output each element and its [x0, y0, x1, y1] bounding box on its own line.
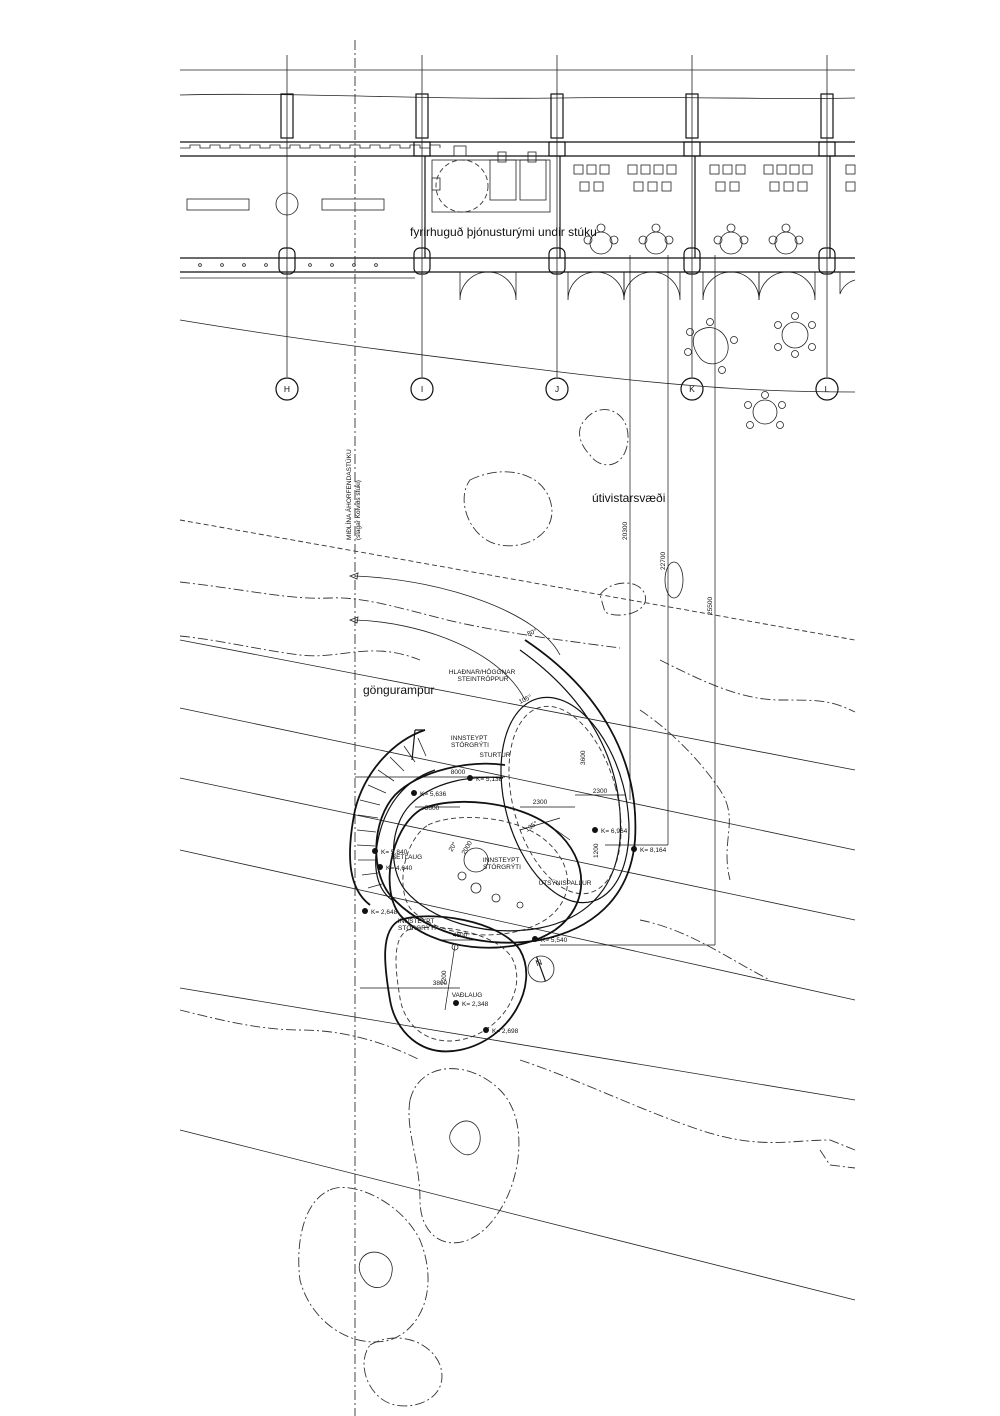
elevation-label-e10: K= 2,698: [492, 1028, 519, 1035]
pool-complex: N: [348, 572, 637, 1053]
stone-steps-line2: STEINTRÖPPUR: [458, 675, 509, 683]
elevation-marker-e10: K= 2,698: [483, 1027, 519, 1035]
dim-22700: 22700: [660, 552, 667, 570]
outdoor-tables: [664, 312, 816, 599]
dim-2300-a: 2300: [533, 799, 548, 806]
dim-2000: 2000: [461, 840, 474, 856]
boulders-3-line1: INNSTEYPT: [398, 918, 435, 925]
elevation-label-e3: K= 6,964: [601, 828, 628, 835]
grid-marker-i: I: [410, 377, 434, 401]
elevation-label-e9: K= 2,348: [462, 1001, 489, 1008]
grid-label-k: K: [689, 384, 695, 394]
service-space-label: fyrirhuguð þjónusturými undir stúku: [410, 225, 597, 239]
dim-8000: 8000: [451, 769, 466, 776]
ramp-label: göngurampur: [363, 683, 434, 697]
elevation-marker-e1: K= 5,138: [467, 775, 503, 783]
centerline-label: MIÐLÍNA ÁHORFENDASTÚKU: [344, 449, 353, 540]
grid-marker-l: L: [815, 377, 839, 401]
outdoor-area-label: útivistarsvæði: [592, 491, 665, 505]
stand-building: [179, 69, 856, 301]
elevation-marker-e6: K= 4,640: [377, 864, 413, 872]
lookout-label: ÚTSÝNISPALLUR: [539, 878, 592, 887]
elevation-marker-e4: K= 8,164: [631, 846, 667, 854]
stone-steps-label: HLAÐNAR/HÖGGNAR STEINTRÖPPUR: [449, 668, 517, 683]
showers-label: STURTUR: [480, 752, 511, 759]
dim-7200: 7200: [441, 970, 448, 985]
boulders-label-3: INNSTEYPT STÓRGRÝTI: [398, 918, 436, 932]
angle-105: 105°: [517, 693, 533, 706]
elevation-label-e2: K= 5,636: [420, 791, 447, 798]
elevation-label-e1: K= 5,138: [476, 776, 503, 783]
elevation-label-e5: K= 5,840: [381, 849, 408, 856]
sitting-pool-label: SETLAUG: [392, 854, 422, 861]
angle-80: 80°: [526, 627, 538, 638]
dim-1200: 1200: [593, 843, 600, 858]
grid-marker-j: J: [545, 377, 569, 401]
grid-marker-k: K: [680, 377, 704, 401]
north-label: N: [534, 957, 543, 968]
boulders-label-1: INNSTEYPT STÓRGRÝTI: [451, 735, 489, 749]
elevation-marker-e8: K= 5,540: [532, 936, 568, 944]
boulders-2-line2: STÓRGRÝTI: [483, 862, 521, 871]
grid-label-l: L: [825, 384, 830, 394]
elevation-marker-e9: K= 2,348: [453, 1000, 489, 1008]
elevation-marker-e7: K= 2,648: [362, 908, 398, 916]
boulders-label-2: INNSTEYPT STÓRGRÝTI: [483, 857, 521, 871]
dim-25500: 25500: [707, 597, 714, 615]
terrain-lines: [179, 319, 856, 1407]
elevation-marker-e2: K= 5,636: [411, 790, 447, 798]
boulders-2-line1: INNSTEYPT: [483, 857, 520, 864]
stone-steps-line1: HLAÐNAR/HÖGGNAR: [449, 668, 516, 676]
centerline-label-sub: (slagar Kolviðs stúki): [354, 480, 362, 540]
dim-5600: 5600: [425, 805, 440, 812]
elevation-marker-e3: K= 6,964: [592, 827, 628, 835]
grid-lines: [286, 55, 828, 377]
elevation-markers: K= 5,138 K= 5,636 K= 6,964 K= 8,164 K= 5…: [362, 775, 667, 1035]
dim-4600: 4600: [453, 932, 468, 939]
boulders-1-line1: INNSTEYPT: [451, 735, 488, 742]
dim-20300: 20300: [622, 522, 629, 540]
elevation-label-e6: K= 4,640: [386, 865, 413, 872]
angle-20: 20°: [447, 840, 459, 853]
boulders-1-line2: STÓRGRÝTI: [451, 740, 489, 749]
dimension-lines: [355, 255, 716, 1011]
dim-3800: 3800: [433, 980, 448, 987]
elevation-label-e4: K= 8,164: [640, 847, 667, 854]
dim-2300-b: 2300: [593, 788, 608, 795]
wading-pool-label: VAÐLAUG: [452, 992, 483, 999]
grid-label-j: J: [555, 384, 559, 394]
elevation-marker-e5: K= 5,840: [372, 848, 408, 856]
grid-label-h: H: [284, 384, 290, 394]
grid-label-i: I: [421, 384, 423, 394]
boulders-3-line2: STÓRGRÝTI: [398, 923, 436, 932]
grid-marker-h: H: [275, 377, 299, 401]
elevation-label-e7: K= 2,648: [371, 909, 398, 916]
elevation-label-e8: K= 5,540: [541, 937, 568, 944]
dim-3600: 3600: [580, 750, 587, 765]
